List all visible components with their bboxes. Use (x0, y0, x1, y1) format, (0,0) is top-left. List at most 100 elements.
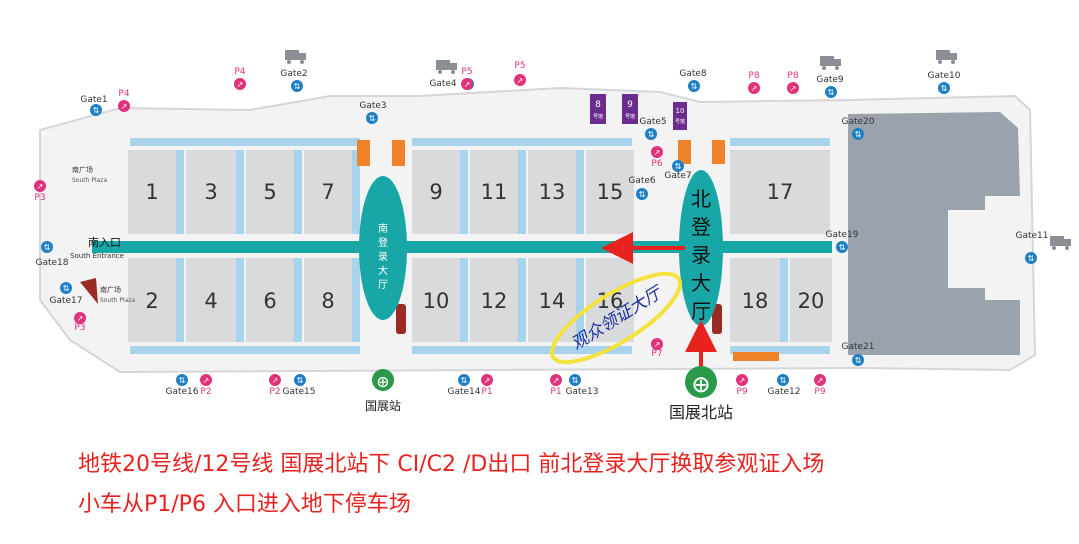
metro-icon (685, 366, 717, 398)
parking-icon-glyph: ↗ (121, 102, 128, 111)
south-plaza-cn-top: 南广场 (72, 165, 93, 174)
hall-number: 10 (423, 289, 450, 313)
svg-text:登: 登 (378, 236, 388, 249)
hall-number: 2 (145, 289, 158, 313)
gate-label: Gate15 (282, 387, 315, 397)
gate-label: Gate21 (841, 342, 874, 352)
truck-icons (285, 50, 1071, 250)
south-entrance-cn: 南入口 (88, 236, 121, 249)
small-hall-10-sub: 号馆 (675, 118, 685, 125)
truck-icon (436, 60, 457, 74)
gate-icon-glyph: ⇅ (93, 106, 100, 115)
gate-label: Gate19 (825, 230, 858, 240)
gate-icon-glyph: ⇅ (855, 130, 862, 139)
gate-icon (825, 86, 837, 98)
gate-icon (41, 241, 53, 253)
gate-icon-glyph: ⇅ (828, 88, 835, 97)
gate-icon-glyph: ⇅ (941, 84, 948, 93)
parking-icon (461, 78, 473, 90)
gate-icon-glyph: ⇅ (294, 82, 301, 91)
hall-1 (128, 150, 176, 234)
parking-icon (514, 74, 526, 86)
svg-text:大: 大 (378, 264, 388, 277)
parking-icon (787, 82, 799, 94)
gate-icon-glyph: ⇅ (780, 376, 787, 385)
parking-label: P4 (234, 67, 245, 77)
hall-number: 8 (321, 289, 334, 313)
small-halls: 8 号馆 9 号馆 10 号馆 (590, 94, 687, 130)
parking-icon (651, 146, 663, 158)
parking-icon (481, 374, 493, 386)
gate-label: Gate3 (359, 101, 386, 111)
hall-number: 9 (429, 180, 442, 204)
gate-icon-glyph: ⇅ (839, 243, 846, 252)
truck-icon (1050, 236, 1071, 250)
svg-text:⨁: ⨁ (378, 375, 389, 388)
hall-number: 11 (481, 180, 508, 204)
plaza-labels: 南广场 South Plaza 南广场 South Plaza 南入口 Sout… (70, 165, 135, 304)
gate-label: Gate4 (429, 79, 457, 89)
gate-icon-glyph: ⇅ (675, 162, 682, 171)
gate-icon-glyph: ⇅ (648, 130, 655, 139)
parking-label: P5 (461, 67, 472, 77)
metro-station-guozhan-north: ⨁ 国展北站 (669, 366, 733, 422)
parking-icon (550, 374, 562, 386)
hall-separators (130, 138, 830, 354)
gate-icon (90, 104, 102, 116)
svg-text:大: 大 (691, 271, 711, 295)
north-lobby-label: 北登 录大 厅 (691, 187, 711, 323)
gate-icon (777, 374, 789, 386)
gate-icon-glyph: ⇅ (44, 243, 51, 252)
parking-icon-glyph: ↗ (739, 376, 746, 385)
hall-13 (528, 150, 576, 234)
hall-number: 14 (539, 289, 566, 313)
gate-icon-glyph: ⇅ (179, 376, 186, 385)
parking-icon (814, 374, 826, 386)
parking-icon-glyph: ↗ (817, 376, 824, 385)
parking-icon (34, 180, 46, 192)
south-plaza-cn-bottom: 南广场 (100, 285, 121, 294)
gate-icon (1025, 252, 1037, 264)
south-plaza-en-bottom: South Plaza (100, 297, 135, 304)
parking-icon (74, 312, 86, 324)
hall-3 (186, 150, 236, 234)
metro-icon (372, 369, 394, 391)
parking-icon-glyph: ↗ (37, 182, 44, 191)
south-lobby-label: 南登 录大 厅 (378, 222, 388, 291)
hall-10 (412, 258, 460, 342)
parking-icon-glyph: ↗ (553, 376, 560, 385)
dark-blocks (80, 278, 722, 334)
parking-label: P6 (651, 159, 662, 169)
hall-12 (470, 258, 518, 342)
parking-label: P5 (514, 61, 525, 71)
gate-icon (852, 354, 864, 366)
parking-label: P2 (269, 387, 280, 397)
halls (128, 150, 832, 342)
parking-label: P9 (736, 387, 747, 397)
gate-label: Gate8 (679, 69, 707, 79)
station-label-guozhan-north: 国展北站 (669, 403, 733, 422)
south-lobby (359, 176, 407, 320)
gate-label: Gate12 (767, 387, 800, 397)
parking-label: P8 (787, 71, 798, 81)
gate-label: Gate13 (565, 387, 598, 397)
gate-icon (645, 128, 657, 140)
gate-label: Gate2 (280, 69, 307, 79)
svg-text:北: 北 (691, 187, 711, 211)
parking-icon (200, 374, 212, 386)
gate-icon (672, 160, 684, 172)
parking-icon-glyph: ↗ (751, 84, 758, 93)
hall-number: 1 (145, 180, 158, 204)
gate-icon (938, 82, 950, 94)
parking-icon-glyph: ↗ (464, 80, 471, 89)
gate-label: Gate9 (816, 75, 844, 85)
parking-label: P7 (651, 349, 662, 359)
truck-icon (285, 50, 306, 64)
gate-icon (458, 374, 470, 386)
svg-text:南: 南 (378, 222, 388, 235)
parking-icon-glyph: ↗ (272, 376, 279, 385)
small-hall-8: 8 (595, 100, 601, 110)
hall-number: 7 (321, 180, 334, 204)
gate-icon (291, 80, 303, 92)
station-label-guozhan: 国展站 (365, 399, 401, 413)
